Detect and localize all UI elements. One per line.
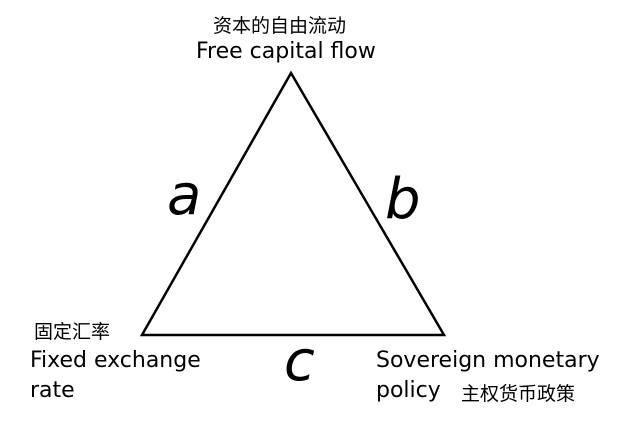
bottom-left-vertex-label-zh: 固定汇率 xyxy=(34,321,111,343)
bottom-left-vertex-label-en-line1: Fixed exchange xyxy=(30,348,201,373)
top-vertex-label-zh: 资本的自由流动 xyxy=(213,15,347,37)
bottom-left-vertex-label-en-line2: rate xyxy=(30,378,75,403)
top-vertex-label-en: Free capital flow xyxy=(196,39,376,64)
bottom-right-vertex-label-en-line2: policy xyxy=(376,378,441,403)
triangle xyxy=(139,70,447,337)
side-label-a: a xyxy=(167,163,202,228)
side-label-b: b xyxy=(385,167,421,232)
side-label-c: c xyxy=(284,329,315,394)
bottom-right-vertex-label-zh: 主权货币政策 xyxy=(461,383,576,405)
bottom-right-vertex-label-en-line1: Sovereign monetary xyxy=(376,348,600,373)
